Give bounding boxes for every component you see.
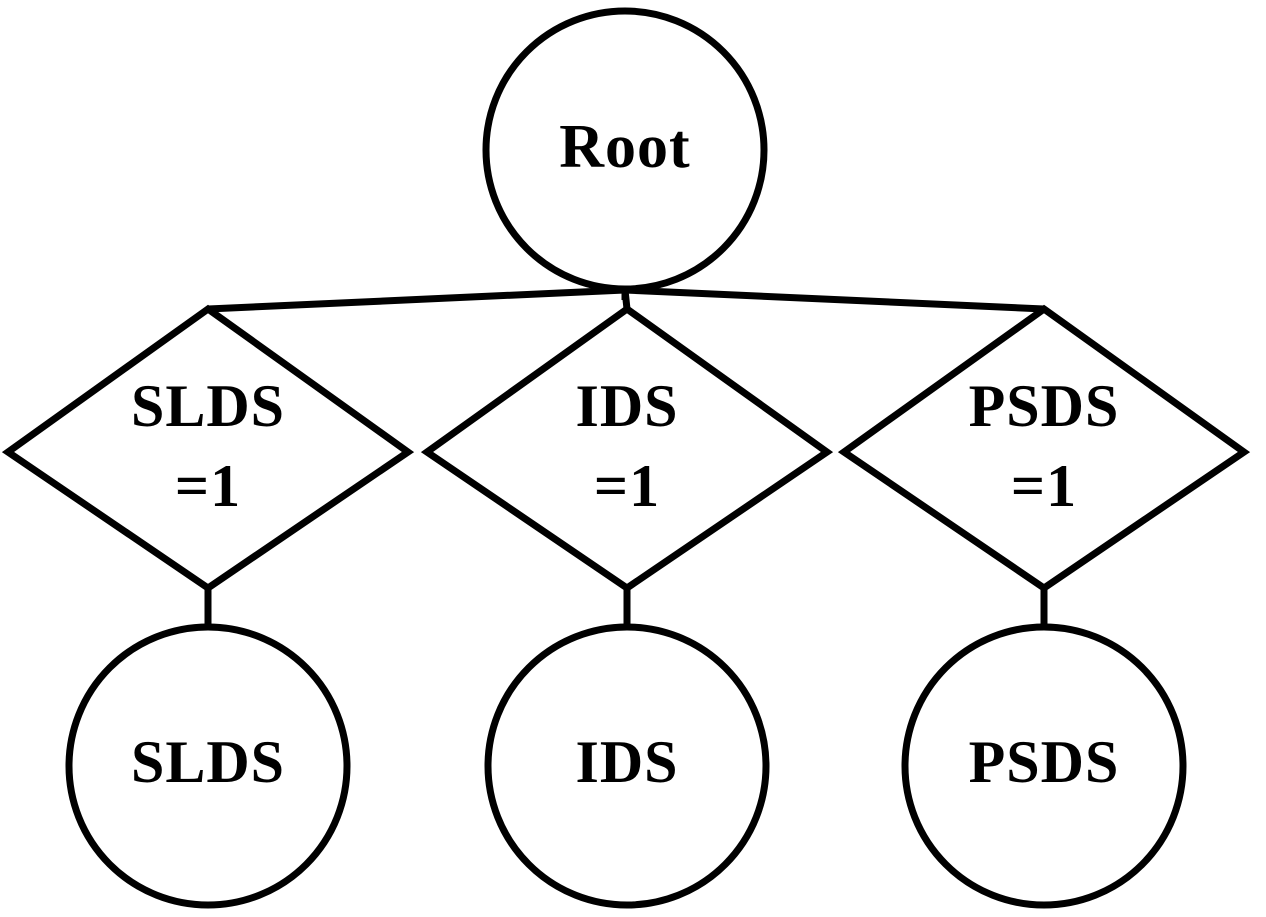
psds-leaf-circle-shape	[901, 623, 1187, 909]
ids-condition-label-line1: IDS	[575, 373, 678, 439]
slds-condition-label-line1: SLDS	[131, 373, 285, 439]
root-circle-shape	[482, 7, 768, 293]
edge-root-to-psds-condition	[624, 286, 1045, 313]
node-condition-psds[interactable]: PSDS =1	[837, 304, 1251, 593]
node-condition-slds[interactable]: SLDS =1	[1, 304, 415, 593]
slds-leaf-circle-shape	[65, 623, 351, 909]
ids-leaf-circle-shape	[484, 623, 770, 909]
node-leaf-slds[interactable]: SLDS	[65, 623, 351, 909]
node-condition-ids[interactable]: IDS =1	[420, 304, 834, 593]
ids-leaf-label: IDS	[575, 729, 678, 795]
slds-condition-label-line2: =1	[175, 453, 241, 519]
psds-condition-label-line2: =1	[1011, 453, 1077, 519]
slds-leaf-label: SLDS	[131, 729, 285, 795]
node-root[interactable]: Root	[482, 7, 768, 293]
ids-condition-label-line2: =1	[594, 453, 660, 519]
edge-group	[204, 272, 1048, 628]
ids-diamond-shape	[420, 304, 834, 593]
psds-leaf-label: PSDS	[969, 729, 1120, 795]
slds-diamond-shape	[1, 304, 415, 593]
psds-condition-label-line1: PSDS	[969, 373, 1120, 439]
edge-root-to-slds-condition	[207, 286, 626, 313]
psds-diamond-shape	[837, 304, 1251, 593]
root-label: Root	[559, 113, 690, 181]
node-leaf-ids[interactable]: IDS	[484, 623, 770, 909]
node-leaf-psds[interactable]: PSDS	[901, 623, 1187, 909]
